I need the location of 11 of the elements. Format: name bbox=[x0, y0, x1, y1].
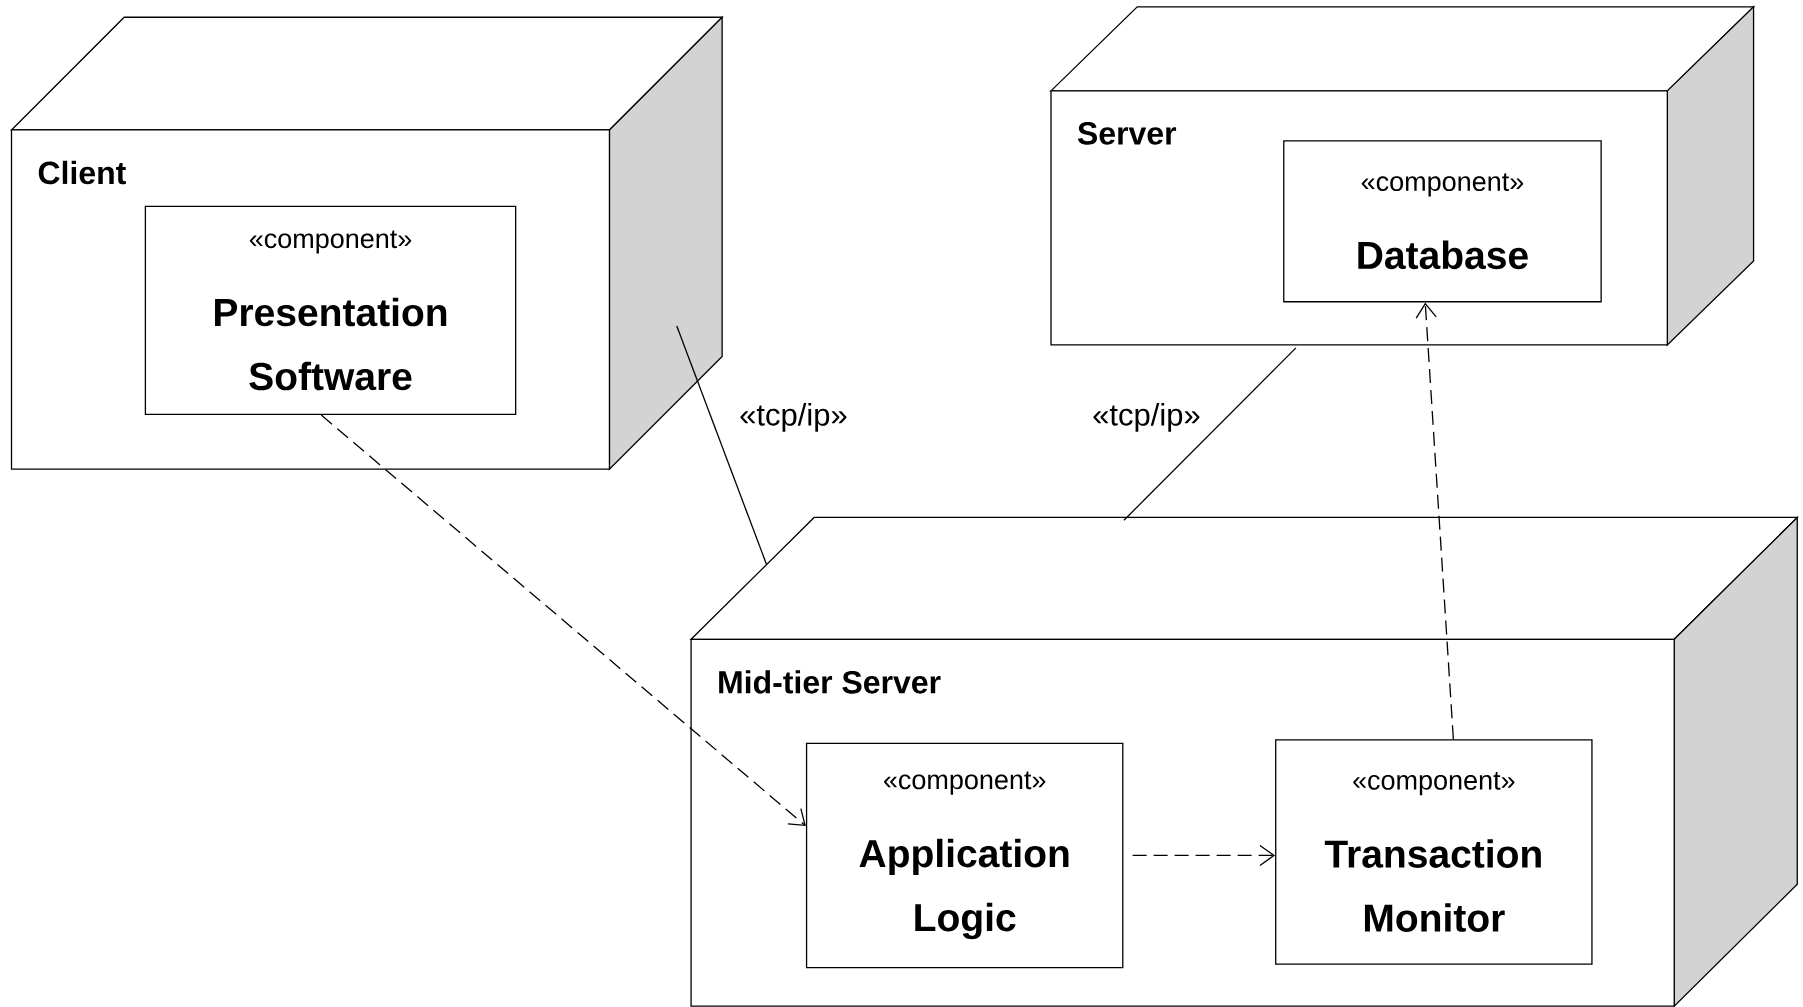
component-box: «component» Application Logic bbox=[805, 742, 1124, 969]
connector-line bbox=[676, 325, 767, 565]
arrow bbox=[1132, 844, 1276, 866]
component-box: «component» Presentation Software bbox=[144, 205, 517, 415]
arrow bbox=[1415, 302, 1455, 740]
component-box: «component» Database bbox=[1283, 140, 1602, 303]
arrow bbox=[320, 414, 806, 826]
connector-line bbox=[1123, 347, 1297, 521]
edge-label: «tcp/ip» bbox=[738, 401, 849, 433]
edge-label: «tcp/ip» bbox=[1091, 401, 1202, 433]
component-box: «component» Transaction Monitor bbox=[1275, 739, 1593, 965]
